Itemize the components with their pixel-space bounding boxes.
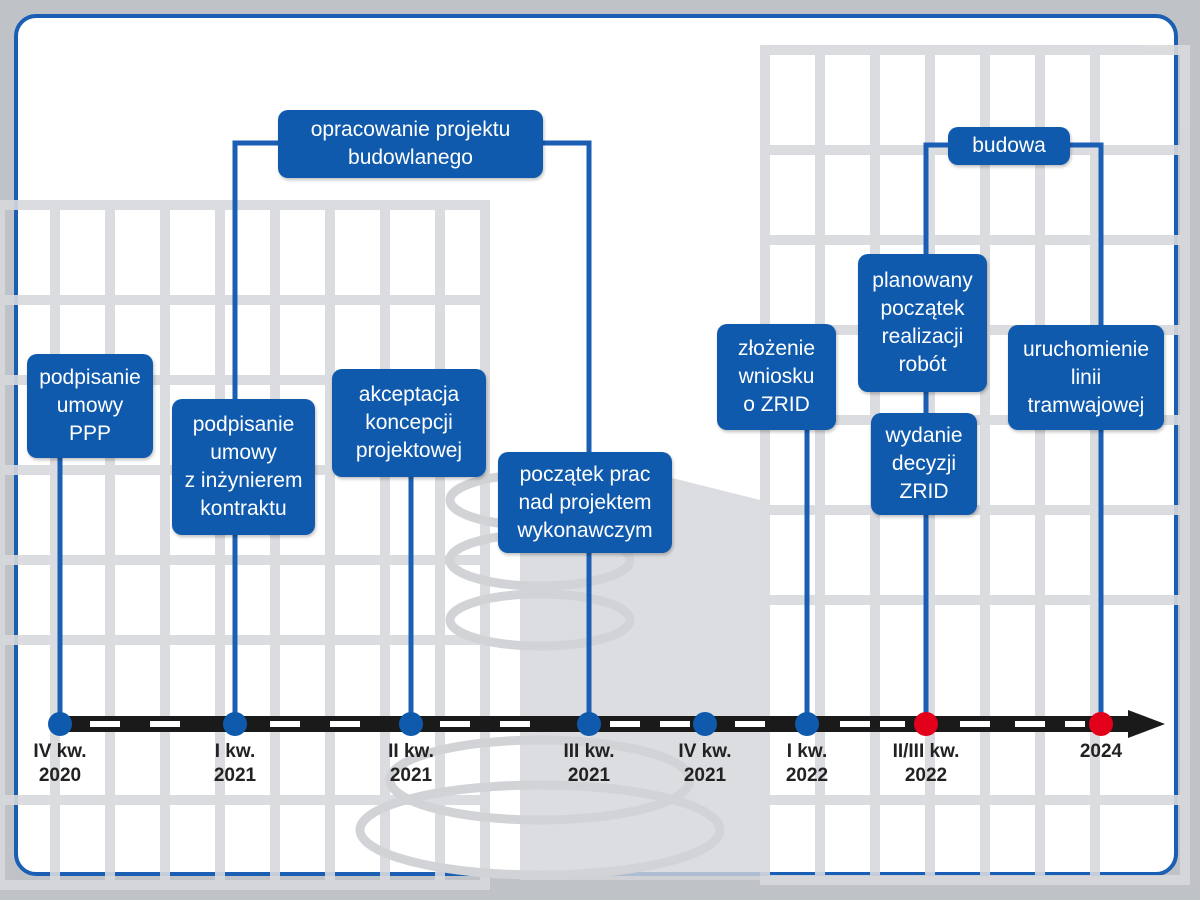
event-label-zrid-application: złożenie wniosku o ZRID: [737, 337, 816, 416]
event-label-concept: akceptacja koncepcji projektowej: [355, 383, 463, 462]
connector-construction-end: [1065, 142, 1104, 724]
tick-label-q1-2021: I kw. 2021: [213, 741, 257, 786]
event-label-launch: uruchomienie linii tramwajowej: [1022, 337, 1150, 417]
event-label-engineer: podpisanie umowy z inżynierem kontraktu: [184, 413, 303, 520]
tick-label-2024: 2024: [1079, 741, 1123, 762]
event-label-works-start: planowany początek realizacji robót: [872, 269, 973, 376]
connector-design-end: [540, 140, 592, 724]
event-label-ppp: podpisanie umowy PPP: [39, 366, 141, 445]
event-label-exec-design: początek prac nad projektem wykonawczym: [517, 462, 653, 542]
event-box-zrid-decision: wydanie decyzji ZRID: [871, 413, 977, 515]
milestone-dot-2024: [1089, 712, 1113, 736]
phase-design-label: opracowanie projektu budowlanego: [310, 118, 511, 169]
milestone-dot-q4-2021: [693, 712, 717, 736]
event-box-launch: uruchomienie linii tramwajowej: [1008, 325, 1164, 430]
timeline-dashes: [90, 721, 1085, 727]
timeline-arrow: [55, 710, 1165, 738]
event-box-concept: akceptacja koncepcji projektowej: [332, 369, 486, 477]
tick-label-q1-2022: I kw. 2022: [785, 741, 829, 786]
tick-label-q3-2021: III kw. 2021: [563, 741, 615, 786]
event-box-ppp: podpisanie umowy PPP: [27, 354, 153, 458]
tick-label-q2-2021: II kw. 2021: [388, 741, 434, 786]
milestone-dot-q2-2021: [399, 712, 423, 736]
milestone-dots: [48, 712, 1113, 736]
phase-construction-box: budowa: [948, 127, 1070, 165]
phase-construction-label: budowa: [972, 134, 1046, 157]
milestone-dot-q1-2022: [795, 712, 819, 736]
milestone-dot-q1-2021: [223, 712, 247, 736]
tick-label-q2q3-2022: II/III kw. 2022: [892, 741, 960, 786]
milestone-dot-q4-2020: [48, 712, 72, 736]
connector-construction-start: [923, 142, 955, 724]
milestone-dot-q2q3-2022: [914, 712, 938, 736]
event-label-zrid-decision: wydanie decyzji ZRID: [885, 424, 963, 503]
phase-design-box: opracowanie projektu budowlanego: [278, 110, 543, 178]
tick-label-q4-2021: IV kw. 2021: [678, 741, 732, 786]
event-box-works-start: planowany początek realizacji robót: [858, 254, 987, 392]
event-box-exec-design: początek prac nad projektem wykonawczym: [498, 452, 672, 553]
event-box-engineer: podpisanie umowy z inżynierem kontraktu: [172, 399, 315, 535]
tick-label-q4-2020: IV kw. 2020: [33, 741, 87, 786]
event-box-zrid-application: złożenie wniosku o ZRID: [717, 324, 836, 430]
milestone-dot-q3-2021: [577, 712, 601, 736]
